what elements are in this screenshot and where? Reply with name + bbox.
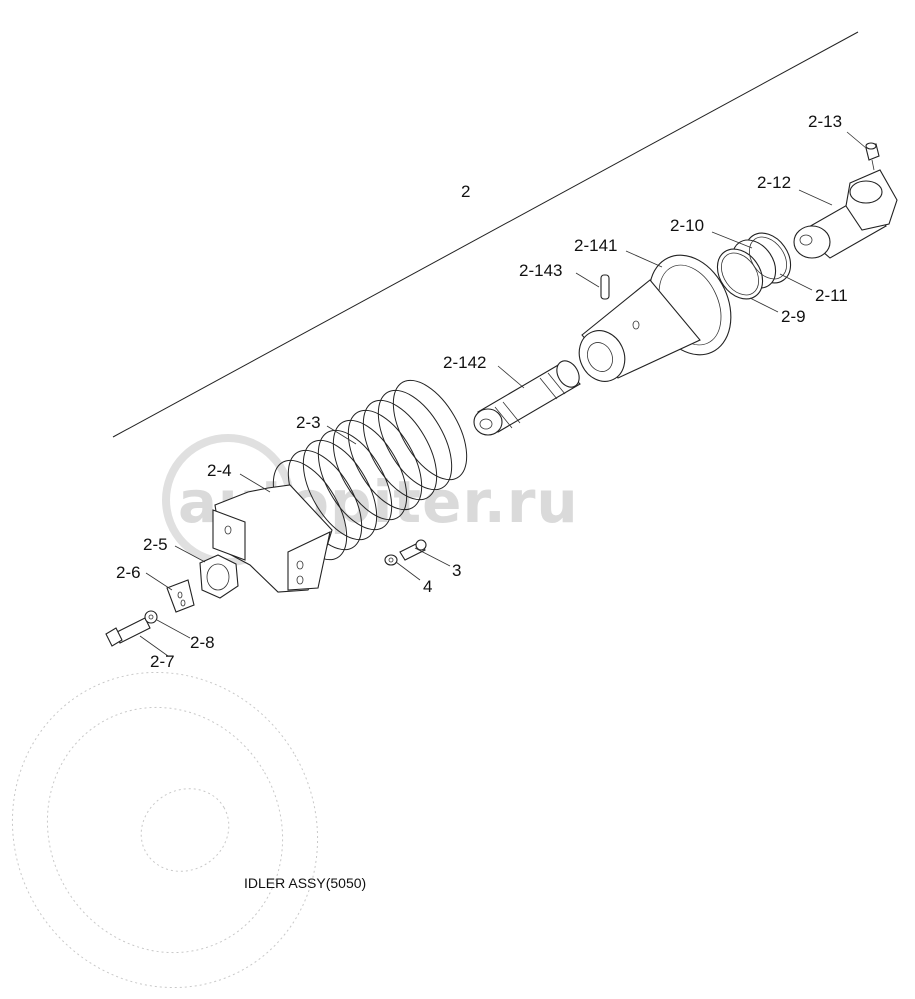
part-nut bbox=[199, 554, 239, 599]
callout-label: 2-3 bbox=[296, 413, 321, 432]
callout-label: 2-13 bbox=[808, 112, 842, 131]
callout-label: 2-6 bbox=[116, 563, 141, 582]
callout-label: 2-10 bbox=[670, 216, 704, 235]
callout-label: 2-5 bbox=[143, 535, 168, 554]
callout-label: 2-141 bbox=[574, 236, 617, 255]
part-washer-2-8 bbox=[144, 610, 158, 624]
leader-lines bbox=[139, 131, 867, 657]
part-bolt-2-7 bbox=[105, 617, 151, 647]
part-small-pin bbox=[600, 274, 610, 300]
callout-label: 2-7 bbox=[150, 652, 175, 671]
callout-label: 2-9 bbox=[781, 307, 806, 326]
part-recoil-spring bbox=[272, 379, 468, 561]
part-cylinder-pin bbox=[793, 169, 898, 259]
callout-label: 2-4 bbox=[207, 461, 232, 480]
assembly-boundary-line bbox=[112, 31, 859, 438]
part-rod bbox=[473, 360, 581, 436]
part-lock-plate bbox=[166, 579, 195, 613]
callout-label: 2-142 bbox=[443, 353, 486, 372]
part-bolt-3 bbox=[399, 539, 427, 561]
callout-label: 3 bbox=[452, 561, 461, 580]
diagram-caption: IDLER ASSY(5050) bbox=[244, 875, 366, 891]
callout-label: 2-8 bbox=[190, 633, 215, 652]
callout-label: 2-11 bbox=[815, 286, 848, 305]
callout-label: 2-12 bbox=[757, 173, 791, 192]
idler-wheel-ghost bbox=[11, 671, 319, 989]
part-grease-nipple bbox=[865, 142, 880, 171]
assembly-number-label: 2 bbox=[461, 182, 470, 201]
part-cone-bracket bbox=[578, 254, 732, 382]
part-yoke bbox=[212, 484, 333, 593]
part-washer-4 bbox=[384, 554, 398, 566]
callout-label: 2-143 bbox=[519, 261, 562, 280]
callout-label: 4 bbox=[423, 577, 432, 596]
